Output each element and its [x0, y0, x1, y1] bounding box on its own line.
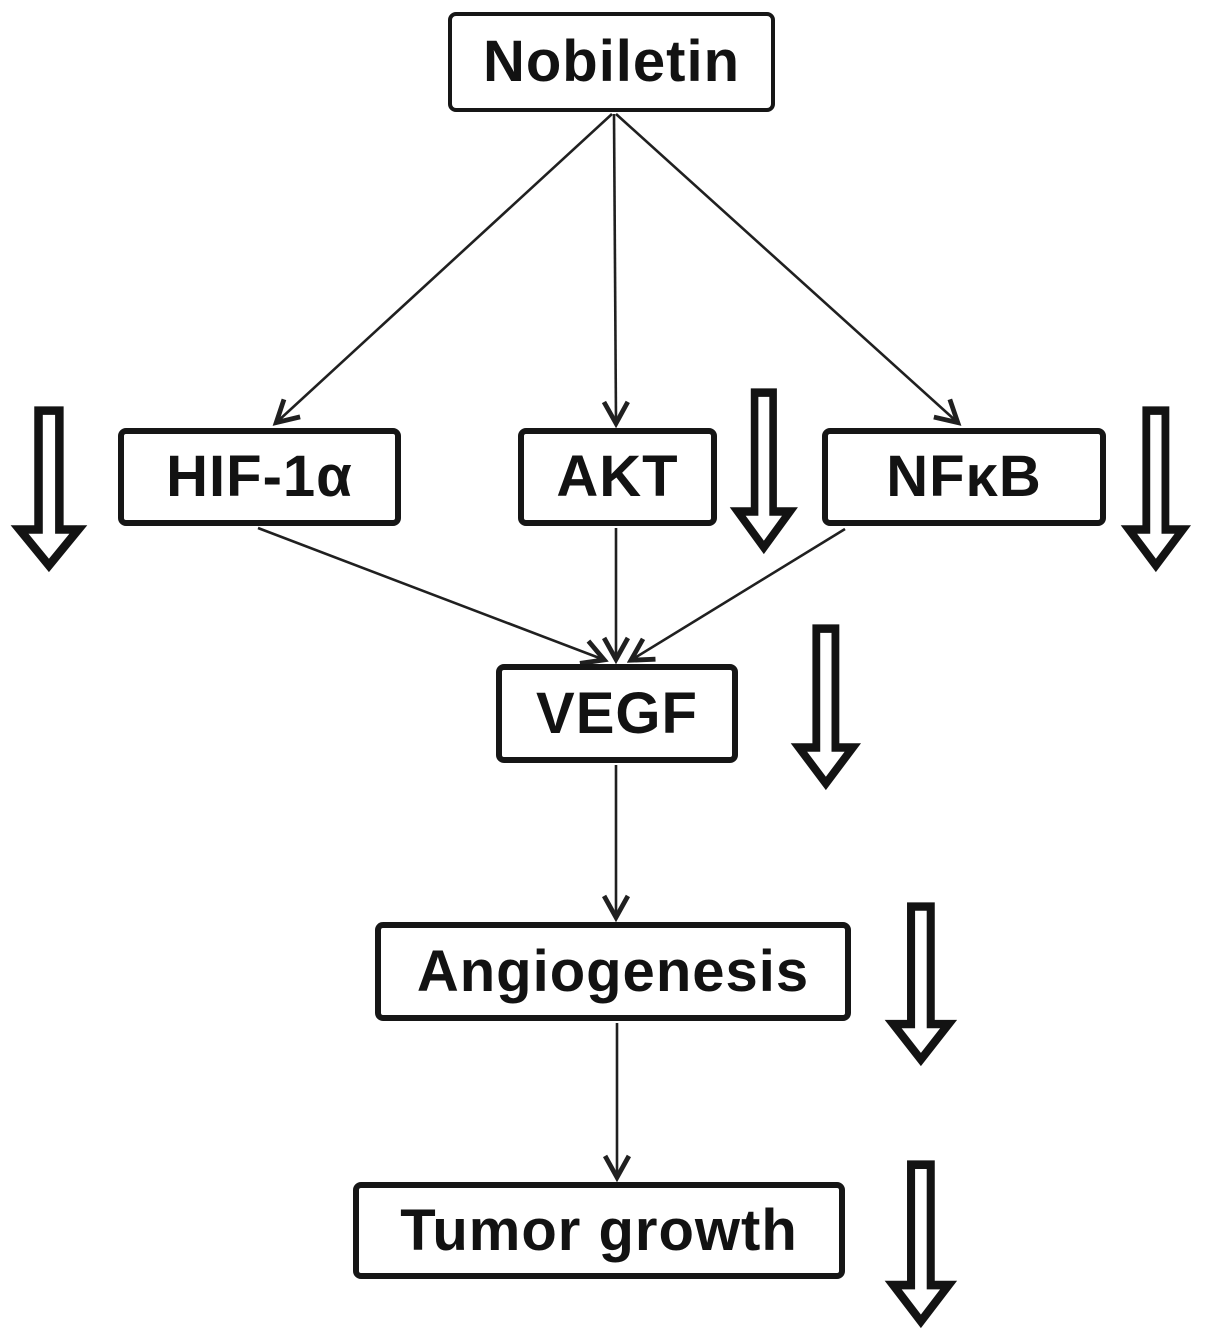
downregulation-arrow-icon-tumor-growth: [884, 1160, 958, 1329]
edge-nobiletin-nfkb: [615, 113, 956, 421]
node-hif1a-label: HIF-1α: [166, 444, 353, 509]
node-hif1a: HIF-1α: [118, 428, 401, 526]
downregulation-arrow-icon-hif1a: [10, 406, 88, 573]
downregulation-arrow-icon-vegf: [790, 624, 862, 791]
edge-nobiletin-akt: [614, 113, 616, 421]
edge-nfkb-vegf: [633, 527, 846, 659]
node-nfkb: NFκB: [822, 428, 1106, 526]
node-nobiletin: Nobiletin: [448, 12, 775, 112]
downregulation-arrow-icon-akt: [729, 388, 798, 555]
edge-nobiletin-hif1a: [278, 113, 613, 421]
edge-hif1a-vegf: [257, 526, 602, 659]
node-akt-label: AKT: [556, 444, 679, 509]
node-angiogenesis: Angiogenesis: [375, 922, 851, 1021]
node-nfkb-label: NFκB: [886, 444, 1042, 509]
node-akt: AKT: [518, 428, 717, 526]
node-angiogenesis-label: Angiogenesis: [416, 938, 810, 1004]
node-vegf-label: VEGF: [536, 680, 698, 746]
downregulation-arrow-icon-angiogenesis: [884, 902, 958, 1067]
node-vegf: VEGF: [496, 664, 738, 763]
downregulation-arrow-icon-nfkb: [1120, 406, 1192, 573]
node-tumor-growth-label: Tumor growth: [400, 1197, 798, 1263]
node-nobiletin-label: Nobiletin: [482, 29, 741, 94]
node-tumor-growth: Tumor growth: [353, 1182, 845, 1279]
